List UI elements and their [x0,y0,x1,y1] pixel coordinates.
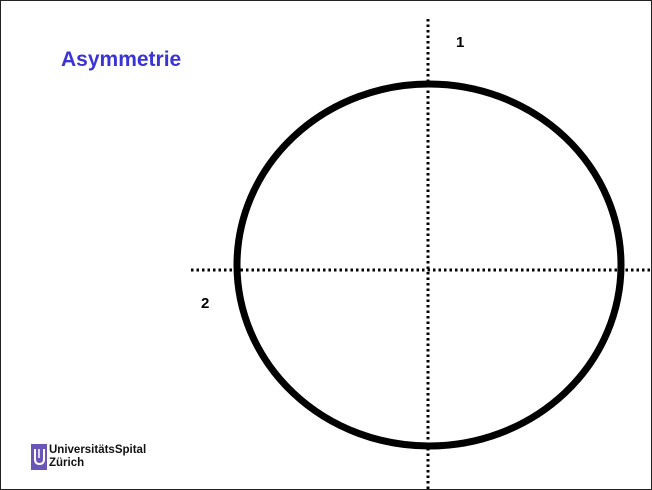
logo-text: UniversitätsSpital Zürich [49,444,146,470]
axis-label-1: 1 [456,34,465,51]
logo-mark-icon [31,444,47,470]
outline-circle [233,80,625,450]
logo-text-line2: Zürich [49,457,85,469]
slide-title: Asymmetrie [61,48,182,71]
hospital-logo: UniversitätsSpital Zürich [31,444,146,470]
axis-label-2: 2 [201,295,210,312]
logo-text-line1: UniversitätsSpital [49,444,147,456]
